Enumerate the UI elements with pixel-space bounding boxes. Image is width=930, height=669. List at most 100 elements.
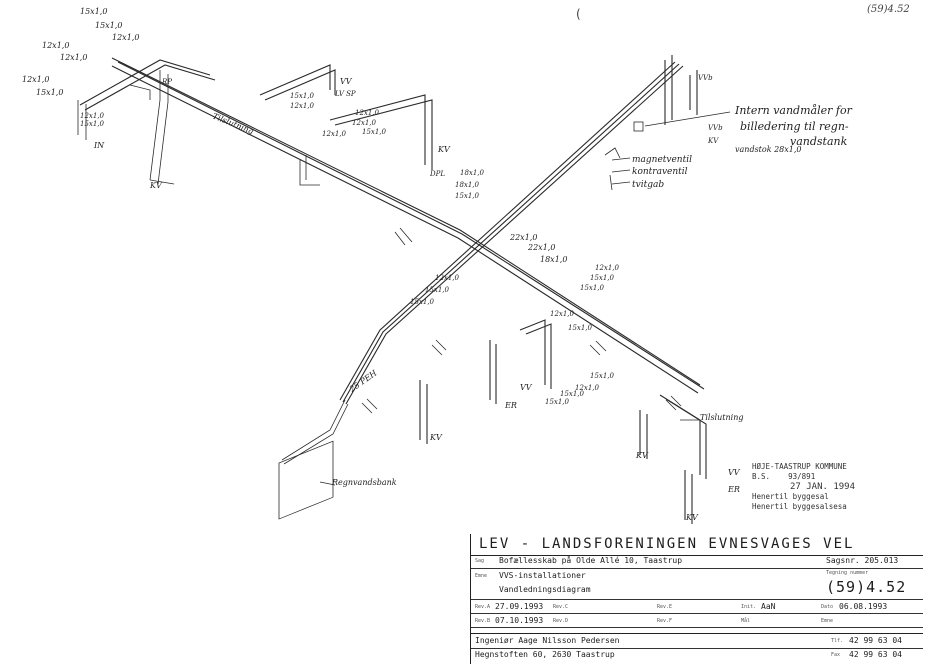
rev-f-label: Rev.F <box>657 618 673 624</box>
fixture-label: KV <box>685 513 699 522</box>
engineer-name: Ingeniør Aage Nilsson Pedersen <box>475 636 620 645</box>
pipe-label: 12x1,0 <box>22 75 49 84</box>
fixture-label: DPL <box>429 170 445 178</box>
annotation-vandstok: vandstok 28x1,0 <box>735 145 802 154</box>
pipe-label: 12x1,0 <box>322 130 347 138</box>
main-pipe-run <box>111 57 705 394</box>
fixture-label: KV <box>635 451 649 460</box>
pipe-label: 15x1,0 <box>80 7 107 16</box>
sag-label: Sag <box>475 558 485 564</box>
pipe-label: 15x1,0 <box>455 192 480 200</box>
fixture-label: IN <box>93 141 105 150</box>
drawing-number: (59)4.52 <box>826 578 907 596</box>
valve-marks <box>361 227 682 414</box>
fixture-label: LV SP <box>334 90 356 98</box>
pipe-label: 12x1,0 <box>60 53 87 62</box>
pipe-label: 18x1,0 <box>540 255 567 264</box>
branch-lower <box>281 319 707 524</box>
initials: AaN <box>761 602 776 611</box>
pipe-label: 15x1,0 <box>580 284 605 292</box>
fixture-label: VV <box>728 468 741 477</box>
fax: 42 99 63 04 <box>849 650 902 659</box>
sheet-reference: (59)4.52 <box>867 4 910 15</box>
pipe-label: 15x1,0 <box>425 286 450 294</box>
pipe-label: 12x1,0 <box>355 109 380 117</box>
tb-row-project: Sag Bofællesskab på Olde Allé 10, Taastr… <box>471 554 923 569</box>
leader-lines <box>319 111 731 486</box>
init-label: Init. <box>741 604 757 610</box>
engineer-address: Hegnstoften 60, 2630 Taastrup <box>475 650 615 659</box>
pipe-label: 15x1,0 <box>590 274 615 282</box>
fixture-label: VVb <box>698 74 713 82</box>
drawing-date: 06.08.1993 <box>839 602 888 611</box>
annotation-regnvandsbank: Regnvandsbank <box>331 478 397 487</box>
annotation-tilslutning-2: Tilslutning <box>700 413 743 422</box>
case-number: Sagsnr. 205.013 <box>826 556 899 565</box>
cross-pipe-run <box>339 61 684 405</box>
fixture-label: VV <box>340 77 353 86</box>
fixture-label: KV <box>429 433 443 442</box>
tb-row-engineer: Ingeniør Aage Nilsson Pedersen Tlf. 42 9… <box>471 633 923 649</box>
annotation-vandmaler-2: billedering til regn- <box>740 120 849 133</box>
fixture-label: KV <box>437 145 451 154</box>
pipe-label: 12x1,0 <box>80 112 105 120</box>
annotation-tilslutning: Tilslutning <box>211 112 255 137</box>
stamp-date: 27 JAN. 1994 <box>790 482 856 492</box>
pipe-label: 15x1,0 <box>290 92 315 100</box>
rev-c-label: Rev.C <box>553 604 569 610</box>
pipe-label: 25 PEH <box>347 368 379 394</box>
pipe-label: 15x1,0 <box>545 398 570 406</box>
pipe-label: 22x1,0 <box>509 233 537 242</box>
tlf-label: Tlf. <box>831 638 844 644</box>
pipe-label: 22x1,0 <box>527 243 555 252</box>
maal-label: Mål <box>741 618 751 624</box>
branch-top-middle <box>259 64 433 186</box>
fixture-label: VVb <box>708 124 723 132</box>
rev-b-date: 07.10.1993 <box>495 616 544 625</box>
pipe-label: 12x1,0 <box>42 41 69 50</box>
tb-row-subject: Emne VVS-installationer Vandledningsdiag… <box>471 569 923 600</box>
fixture-label: KV <box>149 181 163 190</box>
pipe-label: 12x1,0 <box>550 310 575 318</box>
fixture-label: ER <box>504 401 517 410</box>
annotation-magnetventil: magnetventil <box>632 155 692 165</box>
phone: 42 99 63 04 <box>849 636 902 645</box>
tb-row-address: Hegnstoften 60, 2630 Taastrup Fax 42 99 … <box>471 648 923 662</box>
pipe-dimension-labels: 15x1,0 15x1,0 12x1,0 12x1,0 12x1,0 12x1,… <box>22 7 620 406</box>
pipe-label: 12x1,0 <box>352 119 377 127</box>
pipe-label: 15x1,0 <box>36 88 63 97</box>
municipal-stamp: HØJE-TAASTRUP KOMMUNE B.S. 93/891 27 JAN… <box>752 462 882 512</box>
pipe-label: 15x1,0 <box>568 324 593 332</box>
fixture-labels: KV VV KV KV VV ER KV VV ER KV VVb VVb KV… <box>93 74 741 522</box>
branch-right-risers <box>604 55 698 191</box>
emne-label: Emne <box>475 573 488 579</box>
fixture-label: KV <box>707 137 719 145</box>
subject-line-2: Vandledningsdiagram <box>499 585 591 594</box>
stamp-line4: Henertil byggesal <box>752 492 829 501</box>
corner-mark: ( <box>576 7 581 21</box>
annotation-kontraventil: kontraventil <box>632 167 688 177</box>
rev-b-label: Rev.B <box>475 618 491 624</box>
stamp-bs-number: 93/891 <box>788 472 816 481</box>
rainwater-tank <box>278 440 334 520</box>
annotations: Intern vandmåler for billedering til reg… <box>211 104 852 487</box>
annotation-tvitgab: tvitgab <box>632 180 664 190</box>
rev-e-label: Rev.E <box>657 604 673 610</box>
project-name: Bofællesskab på Olde Allé 10, Taastrup <box>499 556 683 565</box>
rev-a-label: Rev.A <box>475 604 491 610</box>
annotation-vandmaler: Intern vandmåler for <box>734 104 853 117</box>
pipe-label: 15x1,0 <box>560 390 585 398</box>
pipe-label: 15x1,0 <box>590 372 615 380</box>
stamp-municipality: HØJE-TAASTRUP KOMMUNE <box>752 462 847 471</box>
title-block-heading: LEV - LANDSFORENINGEN EVNESVAGES VEL <box>471 534 923 556</box>
fixture-label: RP <box>161 78 172 86</box>
pipe-label: 12x1,0 <box>290 102 315 110</box>
annotation-vandmaler-3: vandstank <box>790 135 848 148</box>
rev-a-date: 27.09.1993 <box>495 602 544 611</box>
pipe-label: 12x1,0 <box>595 264 620 272</box>
pipe-label: 15x1,0 <box>362 128 387 136</box>
pipe-label: 15x1,0 <box>80 120 105 128</box>
pipe-label: 18x1,0 <box>460 169 485 177</box>
branch-left <box>77 59 216 185</box>
